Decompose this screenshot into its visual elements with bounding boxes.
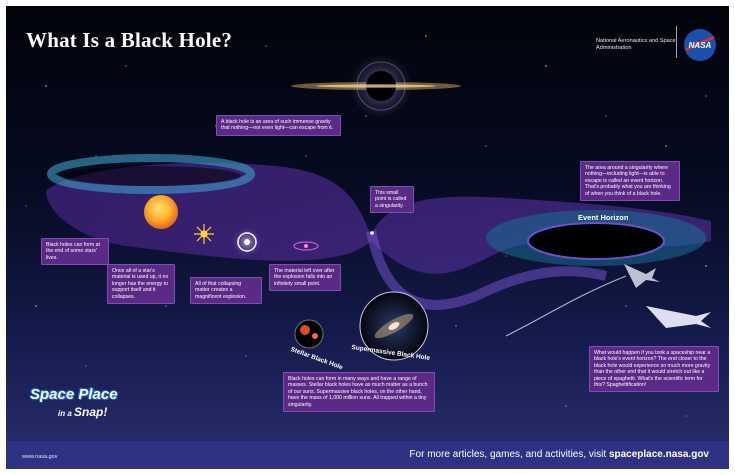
in-a-prefix: in a xyxy=(58,409,75,418)
space-place-logo-text: Space Place xyxy=(30,386,118,403)
callout-fuel: Once all of a star's material is used up… xyxy=(107,264,175,305)
sun-icon xyxy=(144,195,178,229)
supermassive-galaxy-image xyxy=(359,291,429,361)
event-horizon-label: Event Horizon xyxy=(578,213,629,222)
nasa-url-link[interactable]: www.nasa.gov xyxy=(22,454,58,460)
nasa-logo-text: NASA xyxy=(689,41,712,50)
explosion-icon xyxy=(232,227,262,257)
callout-intro: A black hole is an area of such immense … xyxy=(216,115,341,136)
callout-singularity: This small point is called a singularity… xyxy=(370,186,414,214)
agency-name: National Aeronautics and Space Administr… xyxy=(596,38,676,51)
callout-star-end: Black holes can form at the end of some … xyxy=(41,238,109,266)
footer-message: For more articles, games, and activities… xyxy=(409,449,709,460)
poster: What Is a Black Hole? National Aeronauti… xyxy=(6,6,729,469)
footer-bar: www.nasa.gov For more articles, games, a… xyxy=(6,441,729,469)
space-place-url-link[interactable]: spaceplace.nasa.gov xyxy=(608,449,709,460)
callout-event-horizon: The area around a singularity where noth… xyxy=(580,161,680,202)
stellar-black-hole-icon xyxy=(294,319,324,349)
nasa-logo-icon: NASA xyxy=(684,29,716,61)
callout-explosion: All of that collapsing matter creates a … xyxy=(190,277,262,305)
starfield xyxy=(25,35,707,417)
callout-black-hole-types: Black holes can form in many ways and ha… xyxy=(283,372,435,413)
singularity-point xyxy=(370,231,374,235)
callout-spaceship: What would happen if you took a spaceshi… xyxy=(589,346,719,393)
remnant-icon xyxy=(293,241,319,251)
spacetime-fabric xyxy=(46,154,711,310)
top-black-hole xyxy=(291,54,461,118)
in-a-snap-text: in a Snap! xyxy=(58,405,107,419)
page-title: What Is a Black Hole? xyxy=(26,28,233,52)
space-place-logo[interactable]: Space Place in a Snap! xyxy=(30,386,118,419)
header-divider xyxy=(676,26,677,58)
event-horizon-black-hole xyxy=(486,210,706,337)
spaceship-icon xyxy=(624,264,711,328)
callout-leftover: The material left over after the explosi… xyxy=(269,264,341,292)
footer-text: For more articles, games, and activities… xyxy=(409,449,609,460)
snap-word: Snap! xyxy=(74,405,108,419)
collapsing-star-icon xyxy=(194,224,214,244)
black-hole-illustration xyxy=(25,35,711,417)
